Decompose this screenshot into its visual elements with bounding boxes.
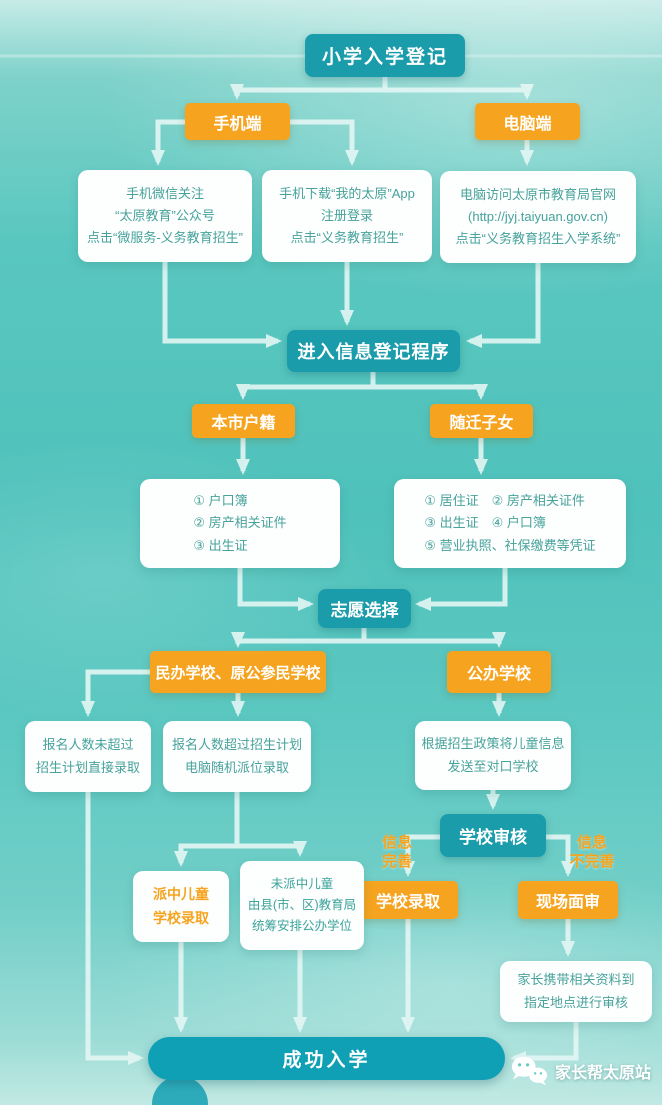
node-review-label: 学校审核: [459, 828, 527, 847]
node-parent-materials: 家长携带相关资料到 指定地点进行审核: [500, 961, 652, 1022]
node-school-review: 学校审核: [440, 814, 546, 857]
node-onsite-review: 现场面审: [518, 881, 618, 919]
node-public-school: 公办学校: [447, 651, 551, 693]
node-enter-registration: 进入信息登记程序: [287, 330, 460, 372]
node-lottery-selected: 派中儿童 学校录取: [133, 871, 229, 942]
node-local-label: 本市户籍: [211, 415, 276, 432]
node-lottery-selected-text: 派中儿童 学校录取: [153, 885, 209, 926]
node-exceed-text: 报名人数超过招生计划 电脑随机派位录取: [171, 737, 302, 775]
watermark: 家长帮太原站: [510, 1055, 651, 1087]
node-success-label: 成功入学: [282, 1050, 371, 1071]
node-lottery-not-selected-text: 未派中儿童 由县(市、区)教育局 统筹安排公办学位: [247, 876, 357, 934]
node-migrant-documents: ① 居住证 ② 房产相关证件 ③ 出生证 ④ 户口簿 ⑤ 营业执照、社保缴费等凭…: [394, 479, 626, 568]
node-private-school: 民办学校、原公参民学校: [150, 651, 326, 693]
node-wechat-text: 手机微信关注 “太原教育”公众号 点击“微服务-义务教育招生”: [87, 185, 243, 246]
wechat-icon: [511, 1056, 548, 1086]
node-website-method: 电脑访问太原市教育局官网 (http://jyj.taiyuan.gov.cn)…: [440, 171, 636, 263]
node-start: 小学入学登记: [305, 34, 465, 77]
node-local-hukou: 本市户籍: [192, 404, 295, 438]
node-public-label: 公办学校: [466, 666, 531, 683]
node-not-exceed-text: 报名人数未超过 招生计划直接录取: [35, 737, 140, 775]
node-website-text: 电脑访问太原市教育局官网 (http://jyj.taiyuan.gov.cn)…: [455, 186, 621, 247]
node-app-text: 手机下载“我的太原”App 注册登录 点击“义务教育招生”: [279, 185, 415, 246]
node-send-info: 根据招生政策将儿童信息 发送至对口学校: [415, 721, 571, 790]
label-info-complete: 信息 完善: [372, 813, 422, 872]
node-admit-label: 学校录取: [375, 894, 440, 911]
label-info-complete-text: 信息 完善: [381, 833, 412, 871]
node-local-documents: ① 户口簿 ② 房产相关证件 ③ 出生证: [140, 479, 340, 568]
node-school-admission: 学校录取: [358, 881, 458, 919]
node-wechat-method: 手机微信关注 “太原教育”公众号 点击“微服务-义务教育招生”: [78, 170, 252, 262]
node-start-label: 小学入学登记: [321, 47, 448, 68]
node-migrant-label: 随迁子女: [449, 415, 514, 432]
node-local-docs-text: ① 户口簿 ② 房产相关证件 ③ 出生证: [193, 493, 287, 553]
node-success: 成功入学: [148, 1037, 505, 1080]
node-mobile-channel: 手机端: [185, 103, 290, 140]
node-exceed-plan: 报名人数超过招生计划 电脑随机派位录取: [163, 721, 311, 792]
node-send-info-text: 根据招生政策将儿童信息 发送至对口学校: [421, 736, 565, 774]
node-onsite-label: 现场面审: [535, 894, 600, 911]
node-lottery-not-selected: 未派中儿童 由县(市、区)教育局 统筹安排公办学位: [240, 861, 364, 950]
node-mobile-label: 手机端: [213, 115, 262, 133]
node-enter-label: 进入信息登记程序: [297, 342, 450, 362]
node-volunteer-choice: 志愿选择: [318, 589, 411, 628]
node-pc-label: 电脑端: [503, 115, 552, 133]
node-choice-label: 志愿选择: [330, 601, 399, 620]
label-info-incomplete-text: 信息 不完善: [569, 833, 615, 871]
node-migrant-docs-text: ① 居住证 ② 房产相关证件 ③ 出生证 ④ 户口簿 ⑤ 营业执照、社保缴费等凭…: [424, 493, 596, 553]
node-parent-materials-text: 家长携带相关资料到 指定地点进行审核: [517, 972, 635, 1010]
node-pc-channel: 电脑端: [475, 103, 580, 140]
node-app-method: 手机下载“我的太原”App 注册登录 点击“义务教育招生”: [262, 170, 432, 262]
label-info-incomplete: 信息 不完善: [556, 813, 628, 872]
node-private-label: 民办学校、原公参民学校: [155, 664, 321, 682]
node-not-exceed-plan: 报名人数未超过 招生计划直接录取: [25, 721, 151, 792]
watermark-label: 家长帮太原站: [555, 1065, 652, 1082]
node-migrant-children: 随迁子女: [430, 404, 533, 438]
